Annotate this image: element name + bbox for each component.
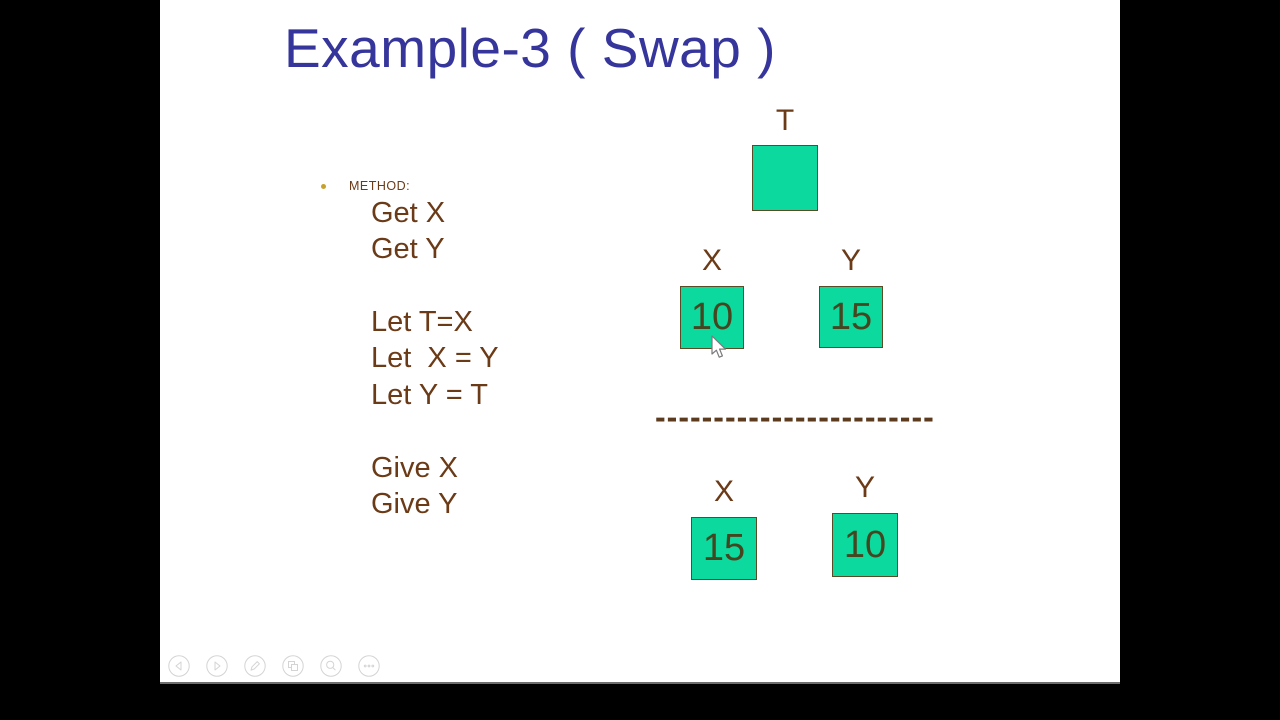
method-heading: METHOD:	[349, 179, 411, 193]
pen-icon	[244, 655, 266, 677]
more-options-button[interactable]	[358, 655, 380, 677]
slide-title: Example-3 ( Swap )	[284, 17, 776, 79]
after-x-box: 15	[691, 517, 757, 580]
after-y-label: Y	[854, 471, 875, 504]
dashed-separator: ------------------------	[655, 399, 935, 435]
before-y-label: Y	[840, 244, 861, 277]
presentation-slide: Example-3 ( Swap ) METHOD: Get X Get Y L…	[160, 0, 1120, 684]
next-icon	[206, 655, 228, 677]
before-x-label: X	[701, 244, 722, 277]
method-line: Get Y	[371, 233, 445, 265]
after-x-label: X	[713, 475, 734, 508]
method-line: Let T=X	[371, 306, 473, 338]
method-line: Get X	[371, 197, 446, 229]
slideshow-toolbar	[168, 655, 380, 677]
temp-var-box	[752, 145, 818, 211]
bullet-dot	[321, 184, 326, 189]
method-line: Give Y	[371, 488, 458, 520]
previous-slide-button[interactable]	[168, 655, 190, 677]
before-y-box: 15	[819, 286, 883, 348]
mouse-cursor	[711, 335, 726, 358]
method-line: Let Y = T	[371, 379, 488, 411]
method-line: Give X	[371, 452, 459, 484]
method-line: Let X = Y	[371, 342, 499, 374]
previous-icon	[168, 655, 190, 677]
next-slide-button[interactable]	[206, 655, 228, 677]
pen-tools-button[interactable]	[244, 655, 266, 677]
slides-grid-icon	[282, 655, 304, 677]
after-y-box: 10	[832, 513, 898, 577]
ellipsis-icon	[358, 655, 380, 677]
temp-var-label: T	[775, 104, 795, 137]
zoom-slide-button[interactable]	[320, 655, 342, 677]
magnifier-icon	[320, 655, 342, 677]
see-all-slides-button[interactable]	[282, 655, 304, 677]
